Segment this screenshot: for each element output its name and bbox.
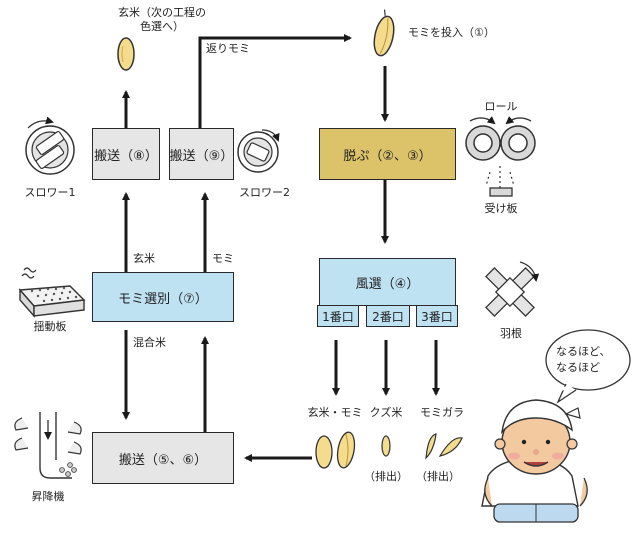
output-2-label: クズ米 [369, 406, 403, 419]
transport-8-box: 搬送（⑧） [92, 128, 160, 180]
brown-rice-next-label-line-1: 玄米（次の工程の [118, 6, 206, 19]
paddy-sorting-box: モミ選別（⑦） [92, 272, 234, 322]
blower-1-icon [25, 116, 75, 175]
arrow-return-paddy [198, 34, 352, 128]
port-3-box: 3番口 [416, 305, 458, 327]
speech-bubble-line-2: なるほど [556, 361, 600, 374]
fan-blade-label: 羽根 [500, 327, 522, 340]
mixed-rice-label: 混合米 [133, 336, 166, 349]
shaking-plate-icon [18, 267, 86, 318]
input-paddy-label: モミを投入（①） [408, 26, 495, 39]
paddy-label: モミ [212, 252, 234, 265]
discharge-2-label: （排出） [364, 470, 408, 483]
husking-box: 脱ぷ（②、③） [319, 128, 456, 180]
brown-rice-next-label-line-2: 色選へ） [140, 20, 184, 33]
blower-2-icon [237, 129, 280, 173]
fan-blade-icon [485, 267, 535, 317]
output-3-label: モミガラ [420, 406, 464, 419]
shaking-plate-label: 揺動板 [33, 320, 67, 333]
paddy-grain-icon [373, 9, 395, 57]
elevator-label: 昇降機 [31, 490, 65, 503]
blower-2-label: スロワー2 [239, 186, 290, 199]
receiving-plate-label: 受け板 [484, 202, 518, 215]
broken-rice-icon [381, 435, 391, 457]
roll-icon [465, 116, 536, 188]
brown-rice-grain-icon [117, 37, 135, 71]
port-2-box: 2番口 [366, 305, 410, 327]
brown-rice-label: 玄米 [133, 252, 155, 265]
return-paddy-label: 返りモミ [206, 42, 250, 55]
husk-icon [425, 433, 463, 460]
roll-label: ロール [484, 100, 518, 113]
blower-1-label: スロワー1 [24, 186, 76, 199]
discharge-3-label: （排出） [416, 470, 460, 483]
speech-bubble [545, 329, 631, 404]
character-illustration [481, 399, 588, 523]
receiving-plate-icon [489, 187, 513, 197]
elevator-icon [14, 412, 82, 479]
brown-rice-and-paddy-grains-icon [315, 431, 356, 469]
speech-bubble-line-1: なるほど、 [556, 345, 611, 358]
flow-arrows [122, 34, 440, 462]
winnow-box: 風選（④） [319, 258, 456, 306]
transport-9-box: 搬送（⑨） [169, 128, 234, 180]
port-1-box: 1番口 [317, 305, 359, 327]
output-1-label: 玄米・モミ [307, 406, 363, 419]
transport-5-6-box: 搬送（⑤、⑥） [92, 432, 234, 484]
